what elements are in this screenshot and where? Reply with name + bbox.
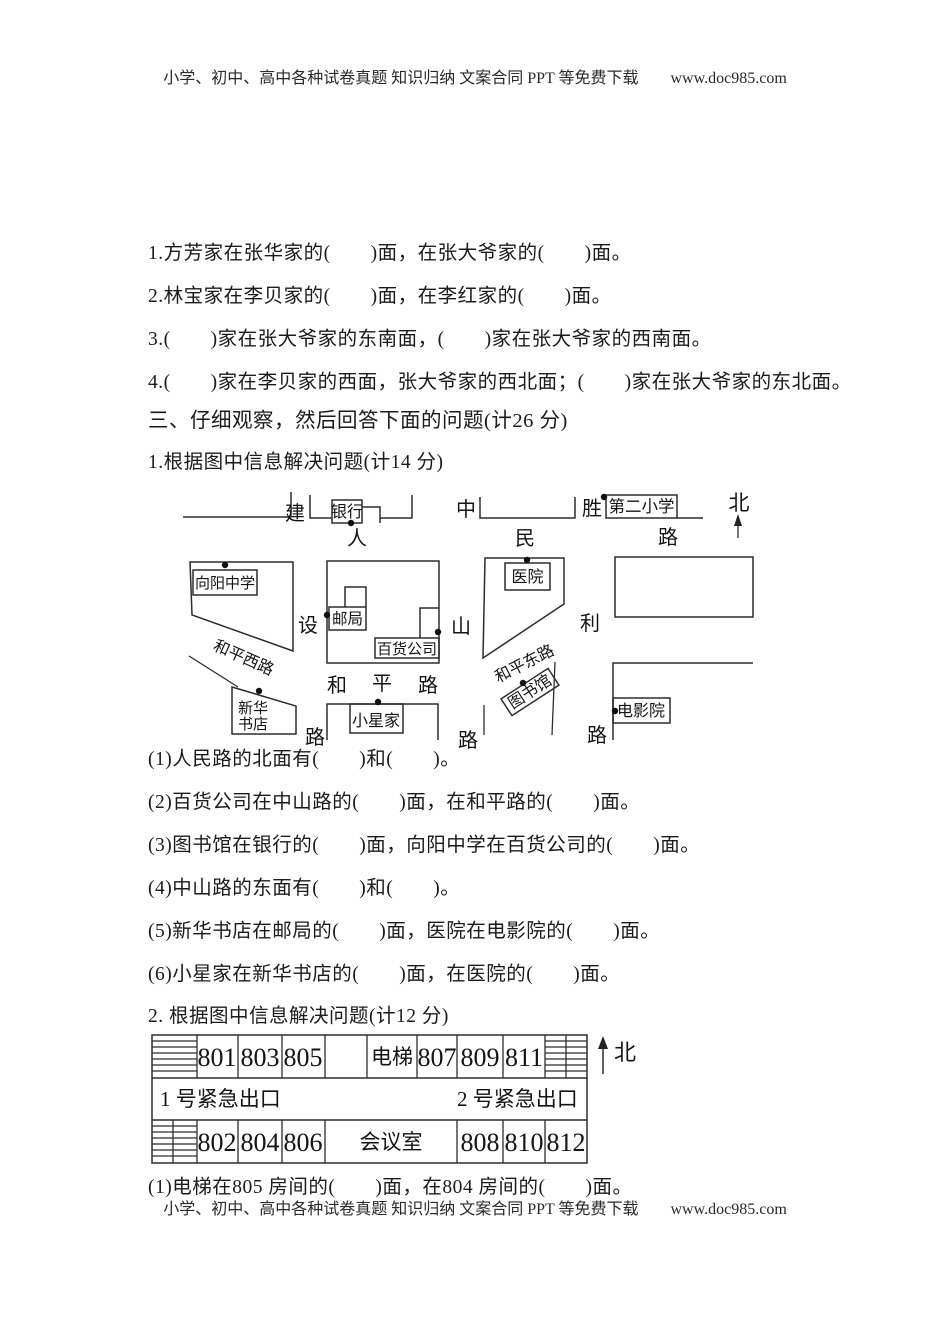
plan-stairs-top-left bbox=[152, 1040, 197, 1072]
map-post-office-building bbox=[328, 606, 367, 631]
map-north-arrowhead bbox=[734, 514, 742, 526]
plan-room-810: 810 bbox=[505, 1128, 544, 1157]
map-xiangyang-label: 向阳中学 bbox=[195, 575, 255, 592]
plan-stairs-bottom-left bbox=[152, 1125, 197, 1157]
map-xiaoxing-dot bbox=[374, 698, 382, 706]
plan-outline bbox=[151, 1034, 588, 1164]
plan-exit-1-label: 1 号紧急出口 bbox=[160, 1087, 281, 1111]
map-block-bank bbox=[309, 495, 413, 519]
map-street-jian: 建 bbox=[285, 502, 305, 525]
map-street-she: 设 bbox=[298, 614, 318, 637]
map-street-lu-heping: 路 bbox=[418, 674, 438, 697]
plan-room-802: 802 bbox=[198, 1128, 237, 1157]
map-post-office-dot bbox=[323, 611, 331, 619]
map-dept-store-building bbox=[374, 637, 440, 659]
map-post-office-label: 邮局 bbox=[332, 610, 363, 628]
map-xiaoxing-label: 小星家 bbox=[352, 712, 400, 730]
map-heping-west-edge bbox=[188, 655, 239, 688]
question-1: 1.方芳家在张华家的( )面，在张大爷家的( )面。 bbox=[148, 243, 632, 264]
map-street-li: 利 bbox=[580, 612, 600, 635]
map-second-school-dot bbox=[600, 493, 608, 501]
plan-room-808: 808 bbox=[461, 1128, 500, 1157]
map-bank-dot bbox=[347, 519, 355, 527]
plan-top-dividers bbox=[196, 1035, 567, 1078]
plan-north-arrowhead bbox=[598, 1036, 608, 1049]
map-dept-store-label: 百货公司 bbox=[377, 641, 437, 658]
page-header: 小学、初中、高中各种试卷真题 知识归纳 文案合同 PPT 等免费下载 www.d… bbox=[163, 70, 787, 87]
map-bookstore-dot bbox=[255, 687, 263, 695]
section-three-q1-title: 1.根据图中信息解决问题(计14 分) bbox=[148, 452, 444, 473]
plan-room-811: 811 bbox=[505, 1043, 543, 1072]
q1-sub-6: (6)小星家在新华书店的( )面，在医院的( )面。 bbox=[148, 964, 621, 985]
map-street-zhong: 中 bbox=[456, 498, 476, 521]
section-three-title: 三、仔细观察，然后回答下面的问题(计26 分) bbox=[148, 410, 568, 432]
section-three-q2-title: 2. 根据图中信息解决问题(计12 分) bbox=[148, 1006, 449, 1027]
map-block-northwest bbox=[183, 492, 292, 518]
plan-room-804: 804 bbox=[241, 1128, 280, 1157]
plan-room-803: 803 bbox=[241, 1043, 280, 1072]
question-3: 3.( )家在张大爷家的东南面，( )家在张大爷家的西南面。 bbox=[148, 329, 712, 350]
map-xiangyang-dot bbox=[221, 561, 229, 569]
map-xiangyang-building bbox=[192, 569, 258, 596]
plan-room-807: 807 bbox=[418, 1043, 457, 1072]
map-block-xiangyang bbox=[189, 561, 294, 653]
map-block-southeast bbox=[612, 662, 753, 740]
map-dept-store-annex bbox=[419, 607, 439, 638]
map-street-lu-shengli: 路 bbox=[587, 724, 607, 747]
map-street-lu-jianshe: 路 bbox=[305, 726, 325, 749]
plan-north-label: 北 bbox=[614, 1040, 636, 1065]
map-street-lu-renmin: 路 bbox=[658, 526, 678, 549]
q2-sub-1: (1)电梯在805 房间的( )面，在804 房间的( )面。 bbox=[148, 1177, 633, 1198]
plan-exit-2-label: 2 号紧急出口 bbox=[457, 1087, 578, 1111]
map-cinema-dot bbox=[611, 707, 619, 715]
map-street-min: 民 bbox=[515, 528, 535, 550]
map-hospital-label: 医院 bbox=[511, 568, 543, 586]
question-4: 4.( )家在李贝家的西面，张大爷家的西北面；( )家在张大爷家的东北面。 bbox=[148, 372, 852, 393]
map-bank-annex bbox=[362, 506, 381, 523]
map-bookstore-label-line1: 新华 bbox=[238, 700, 268, 717]
map-street-sheng: 胜 bbox=[582, 497, 602, 520]
map-bookstore-label-line2: 书店 bbox=[238, 716, 268, 733]
map-post-office-annex bbox=[344, 586, 367, 607]
plan-corridor-lines bbox=[152, 1077, 587, 1121]
map-block-hospital bbox=[482, 557, 565, 660]
map-street-shan: 山 bbox=[451, 615, 471, 638]
map-street-ping: 平 bbox=[372, 673, 392, 695]
city-map-figure: 北 建 中 胜 人 民 路 设 山 利 和 平 路 路 路 路 向阳中学 邮局 … bbox=[183, 491, 754, 752]
map-library-block-edges bbox=[483, 661, 556, 736]
q1-sub-1: (1)人民路的北面有( )和( )。 bbox=[148, 749, 461, 770]
map-bank-building bbox=[331, 499, 363, 524]
plan-bottom-dividers bbox=[172, 1120, 546, 1163]
map-heping-west-label: 和平西路 bbox=[211, 637, 277, 679]
q1-sub-4: (4)中山路的东面有( )和( )。 bbox=[148, 878, 461, 899]
map-second-school-building bbox=[605, 494, 678, 519]
map-hospital-dot bbox=[523, 556, 531, 564]
map-second-school-label: 第二小学 bbox=[609, 497, 675, 516]
map-street-he: 和 bbox=[327, 674, 347, 697]
plan-room-809: 809 bbox=[461, 1043, 500, 1072]
plan-room-801: 801 bbox=[198, 1043, 237, 1072]
map-dept-store-dot bbox=[434, 628, 442, 636]
map-street-lu-zhongshan: 路 bbox=[458, 729, 478, 752]
map-cinema-label: 电影院 bbox=[617, 702, 665, 720]
map-block-northeast bbox=[614, 556, 754, 618]
map-bank-label: 银行 bbox=[331, 503, 363, 521]
plan-room-806: 806 bbox=[284, 1128, 323, 1157]
page-footer: 小学、初中、高中各种试卷真题 知识归纳 文案合同 PPT 等免费下载 www.d… bbox=[163, 1201, 787, 1218]
q1-sub-5: (5)新华书店在邮局的( )面，医院在电影院的( )面。 bbox=[148, 921, 661, 942]
plan-meeting-room-label: 会议室 bbox=[360, 1130, 423, 1154]
map-library-dot bbox=[519, 679, 527, 687]
floor-plan-figure: 801 803 805 电梯 807 809 811 1 号紧急出口 2 号紧急… bbox=[151, 1034, 636, 1164]
map-block-north-middle bbox=[479, 497, 576, 519]
q1-sub-2: (2)百货公司在中山路的( )面，在和平路的( )面。 bbox=[148, 792, 641, 813]
map-bookstore-building bbox=[231, 685, 297, 735]
plan-room-812: 812 bbox=[547, 1128, 586, 1157]
q1-sub-3: (3)图书馆在银行的( )面，向阳中学在百货公司的( )面。 bbox=[148, 835, 701, 856]
question-2: 2.林宝家在李贝家的( )面，在李红家的( )面。 bbox=[148, 286, 612, 307]
plan-stairs-top-right bbox=[545, 1040, 587, 1072]
map-street-ren: 人 bbox=[347, 527, 367, 550]
map-north-label: 北 bbox=[729, 491, 750, 515]
plan-elevator-label: 电梯 bbox=[371, 1045, 413, 1069]
plan-room-805: 805 bbox=[284, 1043, 323, 1072]
